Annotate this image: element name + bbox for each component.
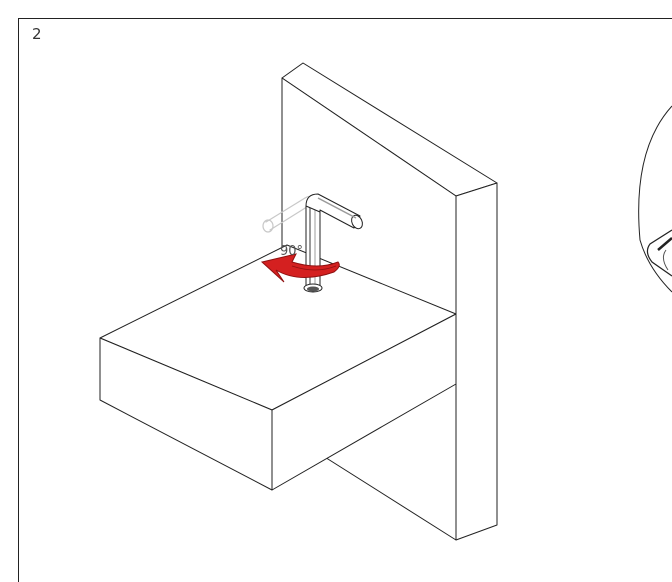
rotation-angle-label: 90° <box>280 244 303 259</box>
wall-side-face <box>456 183 497 540</box>
detail-callout <box>639 106 672 292</box>
